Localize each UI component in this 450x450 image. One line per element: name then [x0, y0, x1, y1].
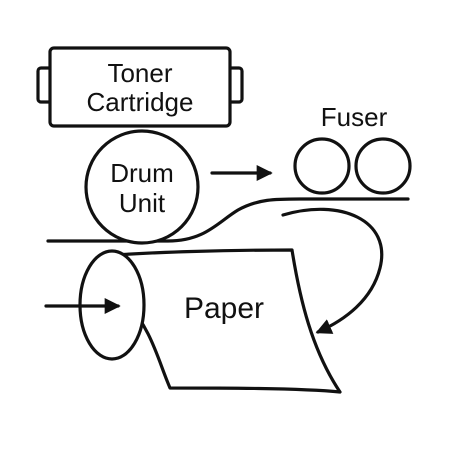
return-curve-arrow [281, 207, 384, 334]
drum-unit-label-line2: Unit [119, 188, 166, 218]
fuser-label: Fuser [321, 102, 388, 132]
toner-cartridge-body [48, 46, 232, 128]
toner-cartridge-label-line2: Cartridge [87, 87, 194, 117]
drum-unit: Drum Unit [84, 129, 200, 245]
paper-path-line [46, 197, 410, 243]
drum-unit-label-line1: Drum [110, 158, 174, 188]
toner-cartridge: Toner Cartridge [36, 46, 244, 128]
fuser-roller-right [354, 137, 412, 195]
paper-label: Paper [184, 292, 264, 325]
paper-sheet: Paper [78, 248, 342, 394]
fuser: Fuser [293, 102, 412, 195]
fuser-roller-left [293, 137, 351, 195]
drum-unit-circle [84, 129, 200, 245]
toner-cartridge-label-line1: Toner [107, 58, 172, 88]
